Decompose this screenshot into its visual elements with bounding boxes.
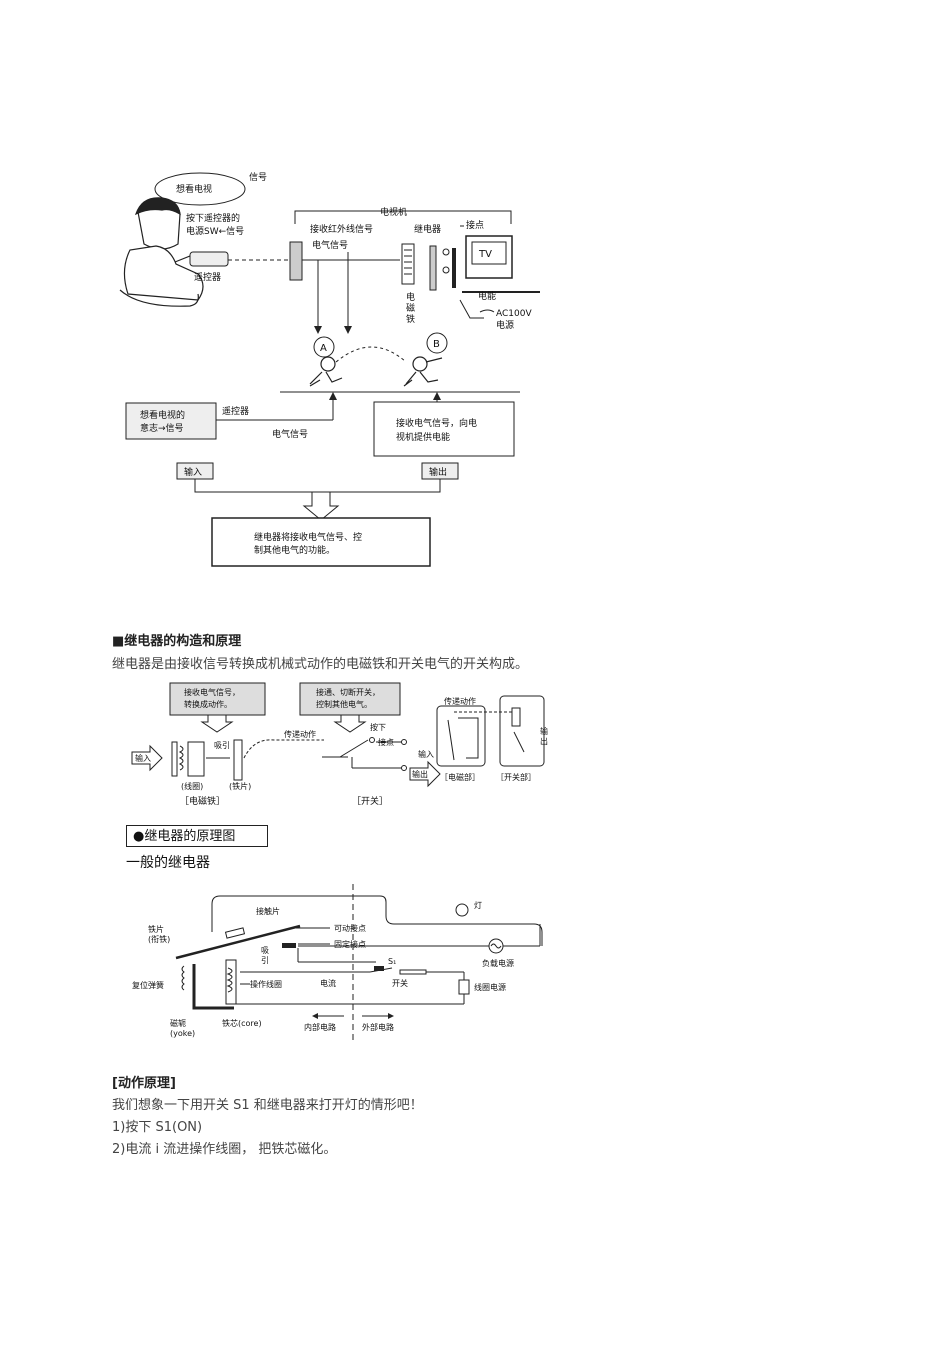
current-label: 电流 <box>320 978 336 988</box>
output-side-v2: 出 <box>540 736 548 746</box>
thought-text: 想看电视 <box>176 183 212 195</box>
press-label: 按下 <box>370 722 386 732</box>
power-line-label: 电能 <box>478 290 496 302</box>
principle-legend: ●继电器的原理图 <box>126 825 268 847</box>
remote-bottom-label: 遥控器 <box>222 405 249 417</box>
runner-a-label: A <box>320 343 327 354</box>
tv-set-label: 电视机 <box>380 206 407 218</box>
ac-label: AC100V <box>496 309 532 319</box>
output-side-v1: 输 <box>540 726 548 736</box>
transmit-label: 传递动作 <box>284 729 316 739</box>
remote-label: 遥控器 <box>194 271 221 283</box>
inner-circuit-label: 内部电路 <box>304 1022 336 1032</box>
coil-label: (线圈) <box>181 781 203 791</box>
transmit-label-2: 传递动作 <box>444 696 476 706</box>
em-part-label: ［电磁部］ <box>440 772 480 782</box>
switch-label: 开关 <box>392 978 408 988</box>
lamp-label: 灯 <box>474 900 482 910</box>
section-heading: ■继电器的构造和原理 <box>112 634 242 649</box>
yoke-line1: 磁轭 <box>170 1018 186 1028</box>
operating-coil-label: 操作线圈 <box>250 979 282 989</box>
box1-line1: 接收电气信号， <box>184 687 240 697</box>
box-switch-control <box>299 682 401 716</box>
remote-control <box>189 251 229 267</box>
thought-bubble <box>154 172 246 206</box>
receive-box-line2: 视机提供电能 <box>396 431 450 443</box>
s1-label: S₁ <box>388 957 396 966</box>
input-arrow <box>131 744 163 772</box>
general-relay-heading: 一般的继电器 <box>126 855 210 871</box>
electromagnet-v1: 电 <box>406 291 415 303</box>
iron-piece-line1: 铁片 <box>148 924 164 934</box>
relay-principle-diagram: 接触片 灯 铁片 (衔铁) 可动接点 固定接点 吸 引 负载电源 S₁ 线圈电源… <box>132 884 543 1040</box>
ir-receiver <box>289 241 303 281</box>
core-label: 铁芯(core) <box>222 1018 262 1028</box>
right-output-label: 输出 <box>412 769 428 779</box>
action-line2: 1)按下 S1(ON) <box>112 1120 203 1135</box>
switch-bracket: ［开关］ <box>352 795 388 807</box>
output-tag-text: 输出 <box>429 466 447 478</box>
right-input-label: 输入 <box>418 749 434 759</box>
output-arrow <box>409 760 441 788</box>
attract-v1: 吸 <box>261 946 269 955</box>
tv-remote-relay-diagram: 想看电视 信号 按下遥控器的 电源SW←信号 遥控器 电视机 接收红外线信号 电… <box>119 171 540 567</box>
coil-battery <box>458 979 470 995</box>
elec-signal-bottom-label: 电气信号 <box>272 428 308 440</box>
box2-line1: 接通、切断开关， <box>316 687 380 697</box>
signal-top-label: 信号 <box>249 171 267 183</box>
contact-label: 接点 <box>466 219 484 231</box>
press-caption-line1: 按下遥控器的 <box>186 212 240 224</box>
attract-label: 吸引 <box>214 741 230 750</box>
input-tag-text: 输入 <box>184 466 202 478</box>
attract-v2: 引 <box>261 956 269 965</box>
reset-spring-label: 复位弹簧 <box>132 980 164 990</box>
section-intro: 继电器是由接收信号转换成机械式动作的电磁铁和开关电气的开关构成。 <box>112 657 529 672</box>
intent-box-line2: 意志→信号 <box>140 422 184 434</box>
input-label: 输入 <box>135 753 151 763</box>
electromagnet-bracket: ［电磁铁］ <box>180 795 225 807</box>
summary-line1: 继电器将接收电气信号、控 <box>254 531 362 543</box>
merge-arrow <box>302 491 340 521</box>
runner-b <box>403 356 443 387</box>
elec-signal-label: 电气信号 <box>312 239 348 251</box>
box-receive-signal <box>169 682 266 716</box>
relay-structure-diagram: 接收电气信号， 转换成动作。 接通、切断开关， 控制其他电气。 输入 吸引 传递… <box>131 682 548 807</box>
box2-line2: 控制其他电气。 <box>316 699 372 709</box>
relay-label: 继电器 <box>414 223 441 235</box>
contact-piece-label: 接触片 <box>256 906 280 916</box>
receive-ir-label: 接收红外线信号 <box>310 223 373 235</box>
load-power-label: 负载电源 <box>482 958 514 968</box>
runner-b-label: B <box>433 339 440 350</box>
outer-circuit-label: 外部电路 <box>362 1022 394 1032</box>
runner-a <box>309 356 343 387</box>
power-source-label: 电源 <box>496 319 514 331</box>
press-caption-line2: 电源SW←信号 <box>186 225 244 237</box>
movable-contact-label: 可动接点 <box>334 923 366 933</box>
iron-piece-line2: (衔铁) <box>148 934 170 944</box>
person-figure <box>119 197 204 307</box>
summary-line2: 制其他电气的功能。 <box>254 544 335 556</box>
electromagnet-v2: 磁 <box>406 302 415 314</box>
tv-label: TV <box>478 249 492 260</box>
coil-power-label: 线圈电源 <box>474 982 506 992</box>
summary-box <box>211 517 431 567</box>
iron-label: (铁片) <box>229 781 251 791</box>
fixed-contact-label: 固定接点 <box>334 939 366 949</box>
receive-box <box>373 401 515 457</box>
electromagnet-v3: 铁 <box>406 313 415 325</box>
lamp-icon <box>455 903 469 917</box>
action-heading: [动作原理] <box>112 1076 176 1091</box>
receive-box-line1: 接收电气信号，向电 <box>396 417 477 429</box>
yoke-line2: (yoke) <box>170 1029 195 1038</box>
action-line1: 我们想象一下用开关 S1 和继电器来打开灯的情形吧！ <box>112 1098 423 1113</box>
sw-part-label: ［开关部］ <box>496 772 536 782</box>
intent-box <box>125 402 217 440</box>
action-line3: 2)电流 i 流进操作线圈， 把铁芯磁化。 <box>112 1142 337 1157</box>
intent-box-line1: 想看电视的 <box>140 409 185 421</box>
box1-line2: 转换成动作。 <box>184 699 232 709</box>
